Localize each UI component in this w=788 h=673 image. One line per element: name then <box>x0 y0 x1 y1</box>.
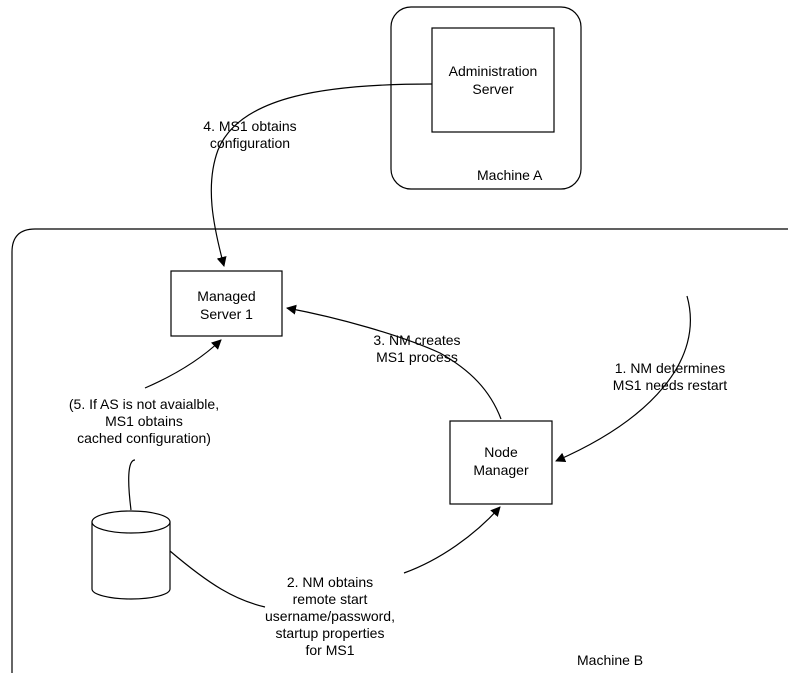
arrow-cached-configuration <box>128 340 221 511</box>
step-3-line1: 3. NM creates <box>373 332 461 348</box>
step-3-line2: MS1 process <box>376 349 458 365</box>
node-manager-line1: Node <box>484 444 518 460</box>
step-2-line2: remote start <box>292 591 368 607</box>
managed-server-label: Managed Server 1 <box>171 287 282 323</box>
administration-server-line1: Administration <box>448 63 538 79</box>
arrow-obtain-configuration <box>210 83 433 267</box>
step-2-line3: username/password, <box>265 608 395 624</box>
managed-server-line1: Managed <box>197 288 256 304</box>
administration-server-box <box>431 27 555 133</box>
machine-b-container <box>11 228 788 673</box>
database-icon <box>91 510 171 600</box>
step-2-line4: startup properties <box>275 625 385 641</box>
managed-server-line2: Server 1 <box>200 306 253 322</box>
arrow-create-ms1-process <box>286 304 502 420</box>
node-manager-box <box>449 420 553 505</box>
arrow-determine-restart <box>555 295 691 462</box>
step-2-line5: for MS1 <box>305 642 355 658</box>
step-1-label: 1. NM determines MS1 needs restart <box>590 360 750 394</box>
node-manager-label: Node Manager <box>450 443 552 479</box>
step-5-line1: (5. If AS is not avaialble, <box>68 396 220 412</box>
step-5-line2: MS1 obtains <box>105 413 183 429</box>
step-4-line2: configuration <box>209 135 291 151</box>
machine-a-container <box>390 6 582 190</box>
step-1-line1: 1. NM determines <box>614 360 726 376</box>
step-3-label: 3. NM creates MS1 process <box>352 332 482 366</box>
step-4-label: 4. MS1 obtains configuration <box>180 118 320 152</box>
machine-a-label: Machine A <box>477 167 543 183</box>
step-2-line1: 2. NM obtains <box>286 574 374 590</box>
arrow-obtain-credentials <box>169 507 500 608</box>
step-2-label: 2. NM obtains remote start username/pass… <box>250 574 410 659</box>
step-4-line1: 4. MS1 obtains <box>203 118 297 134</box>
administration-server-line2: Server <box>472 81 514 97</box>
node-manager-line2: Manager <box>473 462 529 478</box>
managed-server-box <box>170 270 283 337</box>
administration-server-label: Administration Server <box>432 62 554 98</box>
step-5-label: (5. If AS is not avaialble, MS1 obtains … <box>38 396 250 447</box>
step-5-line3: cached configuration) <box>77 430 211 446</box>
step-1-line2: MS1 needs restart <box>612 377 728 393</box>
machine-b-label: Machine B <box>577 652 644 668</box>
